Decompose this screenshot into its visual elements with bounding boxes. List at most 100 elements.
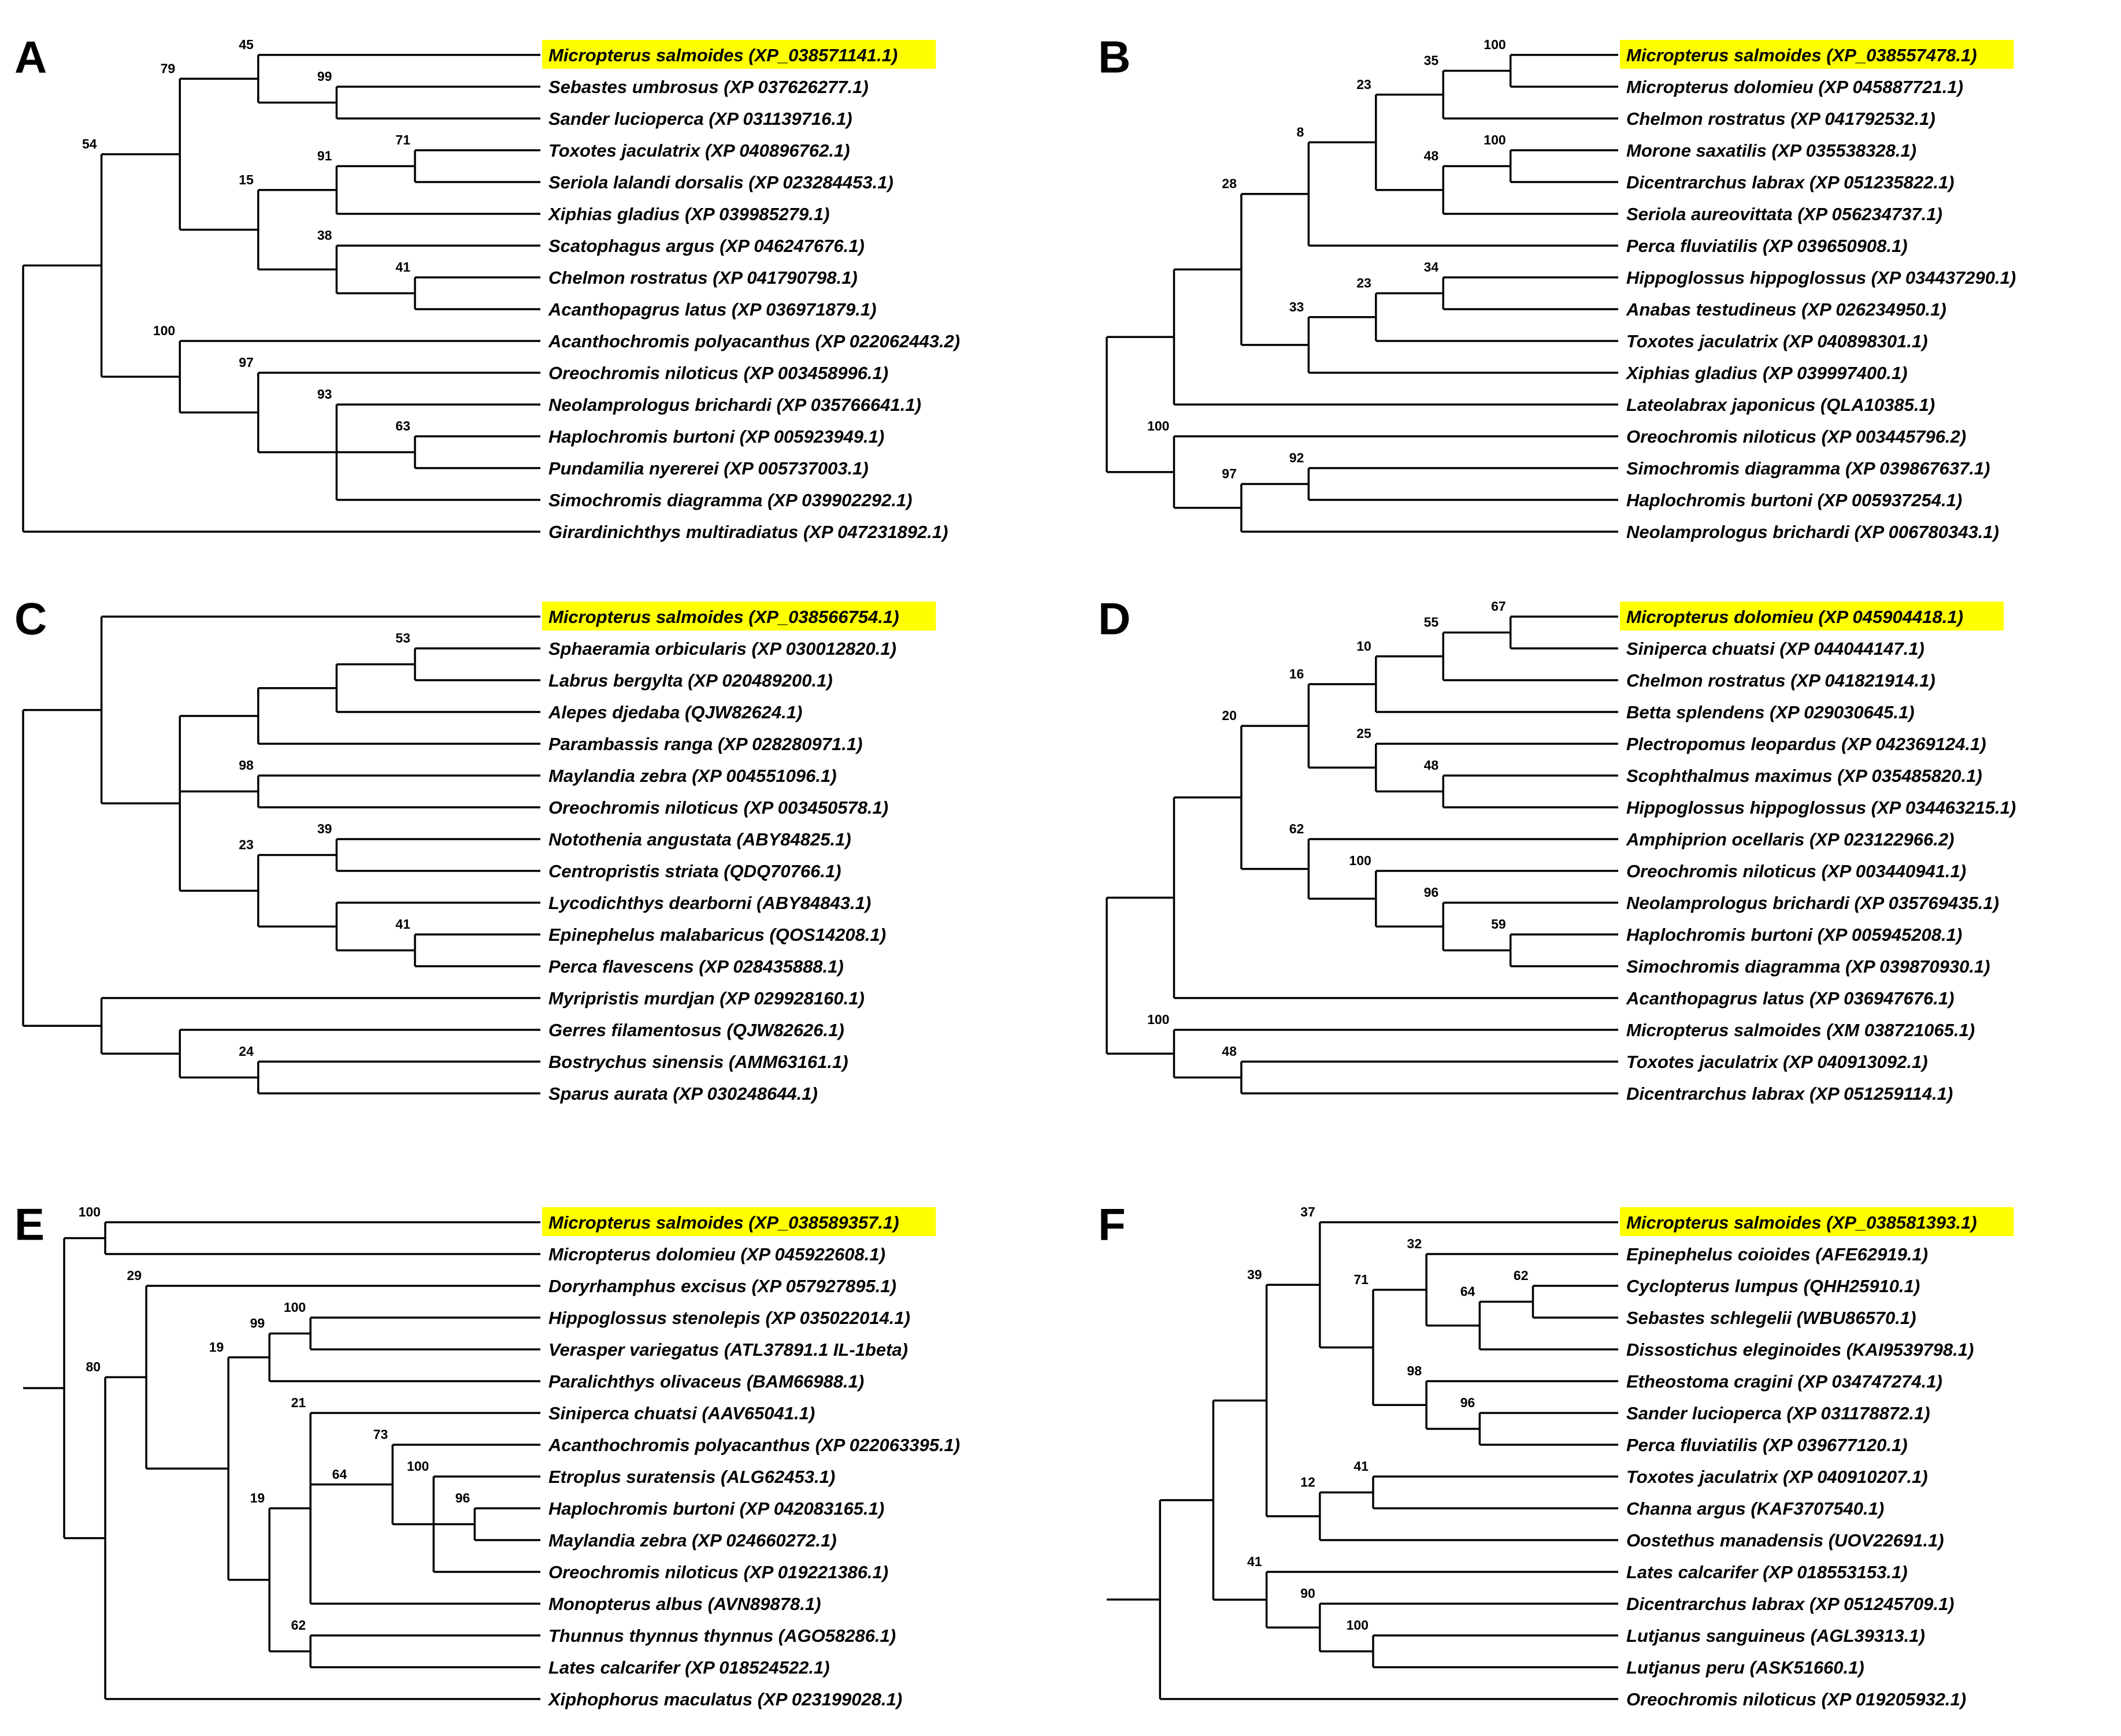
highlight-box — [542, 40, 936, 69]
bootstrap-value: 35 — [1424, 53, 1439, 68]
bootstrap-value: 100 — [1484, 37, 1506, 52]
taxon-label: Haplochromis burtoni (XP 005937254.1) — [1626, 490, 1962, 510]
taxon-label: Chelmon rostratus (XP 041792532.1) — [1626, 109, 1935, 129]
bootstrap-value: 16 — [1289, 666, 1304, 681]
bootstrap-value: 19 — [250, 1490, 265, 1505]
taxon-label: Toxotes jaculatrix (XP 040910207.1) — [1626, 1467, 1928, 1487]
taxon-label: Neolamprologus brichardi (XP 035766641.1… — [548, 395, 921, 415]
taxon-label: Oreochromis niloticus (XP 003450578.1) — [548, 797, 888, 818]
bootstrap-value: 71 — [395, 132, 410, 147]
bootstrap-value: 79 — [161, 61, 176, 76]
bootstrap-value: 28 — [1222, 176, 1237, 191]
taxon-label: Acanthopagrus latus (XP 036947676.1) — [1626, 988, 1954, 1008]
bootstrap-value: 63 — [395, 418, 410, 433]
bootstrap-value: 100 — [153, 323, 175, 338]
bootstrap-value: 25 — [1356, 726, 1371, 741]
taxon-label: Parambassis ranga (XP 028280971.1) — [548, 734, 862, 754]
taxon-label: Sebastes umbrosus (XP 037626277.1) — [548, 77, 869, 97]
bootstrap-value: 29 — [127, 1268, 142, 1283]
taxon-label: Simochromis diagramma (XP 039870930.1) — [1626, 956, 1990, 977]
bootstrap-value: 23 — [1356, 77, 1371, 92]
taxon-label: Lycodichthys dearborni (ABY84843.1) — [548, 893, 871, 913]
taxon-label: Oreochromis niloticus (XP 019221386.1) — [548, 1562, 888, 1582]
highlight-box — [542, 602, 936, 630]
bootstrap-value: 64 — [332, 1467, 347, 1482]
bootstrap-value: 91 — [317, 149, 332, 164]
panel-letter: B — [1098, 32, 1130, 83]
bootstrap-value: 41 — [1354, 1459, 1369, 1474]
panel-letter: F — [1098, 1199, 1126, 1250]
taxon-label: Paralichthys olivaceus (BAM66988.1) — [548, 1371, 864, 1392]
bootstrap-value: 33 — [1289, 299, 1304, 314]
taxon-label: Etheostoma cragini (XP 034747274.1) — [1626, 1371, 1942, 1392]
bootstrap-value: 99 — [250, 1316, 265, 1331]
bootstrap-value: 100 — [1349, 853, 1371, 868]
bootstrap-value: 100 — [1147, 418, 1169, 433]
taxon-label: Micropterus salmoides (XP_038589357.1) — [548, 1212, 899, 1233]
taxon-label: Seriola lalandi dorsalis (XP 023284453.1… — [548, 172, 893, 192]
bootstrap-value: 20 — [1222, 708, 1237, 723]
taxon-label: Monopterus albus (AVN89878.1) — [548, 1594, 821, 1614]
bootstrap-value: 10 — [1356, 639, 1371, 654]
bootstrap-value: 38 — [317, 228, 332, 243]
taxon-label: Acanthochromis polyacanthus (XP 02206339… — [548, 1435, 960, 1455]
taxon-label: Thunnus thynnus thynnus (AGO58286.1) — [548, 1626, 896, 1646]
bootstrap-value: 39 — [317, 821, 332, 836]
taxon-label: Pundamilia nyererei (XP 005737003.1) — [548, 458, 869, 478]
taxon-label: Simochromis diagramma (XP 039867637.1) — [1626, 458, 1990, 478]
taxon-label: Dicentrarchus labrax (XP 051245709.1) — [1626, 1594, 1955, 1614]
taxon-label: Dicentrarchus labrax (XP 051259114.1) — [1626, 1084, 1953, 1104]
taxon-label: Chelmon rostratus (XP 041821914.1) — [1626, 670, 1935, 691]
taxon-label: Toxotes jaculatrix (XP 040913092.1) — [1626, 1052, 1928, 1072]
highlight-box — [542, 1207, 936, 1236]
taxon-label: Sphaeramia orbicularis (XP 030012820.1) — [548, 639, 896, 659]
bootstrap-value: 80 — [86, 1359, 101, 1374]
bootstrap-value: 21 — [291, 1395, 306, 1410]
panel-letter: A — [14, 32, 47, 83]
taxon-label: Oreochromis niloticus (XP 003440941.1) — [1626, 861, 1966, 881]
bootstrap-value: 48 — [1222, 1044, 1237, 1059]
taxon-label: Plectropomus leopardus (XP 042369124.1) — [1626, 734, 1986, 754]
taxon-label: Morone saxatilis (XP 035538328.1) — [1626, 140, 1916, 161]
taxon-label: Anabas testudineus (XP 026234950.1) — [1626, 299, 1946, 320]
taxon-label: Neolamprologus brichardi (XP 035769435.1… — [1626, 893, 1999, 913]
taxon-label: Etroplus suratensis (ALG62453.1) — [548, 1467, 835, 1487]
taxon-label: Perca fluviatilis (XP 039677120.1) — [1626, 1435, 1908, 1455]
taxon-label: Siniperca chuatsi (XP 044044147.1) — [1626, 639, 1925, 659]
taxon-label: Centropristis striata (QDQ70766.1) — [548, 861, 841, 881]
taxon-label: Notothenia angustata (ABY84825.1) — [548, 829, 851, 850]
taxon-label: Oreochromis niloticus (XP 003458996.1) — [548, 363, 888, 383]
taxon-label: Perca fluviatilis (XP 039650908.1) — [1626, 236, 1908, 256]
bootstrap-value: 48 — [1424, 758, 1439, 773]
taxon-label: Alepes djedaba (QJW82624.1) — [548, 702, 802, 722]
taxon-label: Neolamprologus brichardi (XP 006780343.1… — [1626, 522, 1999, 542]
taxon-label: Sparus aurata (XP 030248644.1) — [548, 1084, 818, 1104]
taxon-label: Verasper variegatus (ATL37891.1 IL-1beta… — [548, 1340, 908, 1360]
taxon-label: Xiphias gladius (XP 039985279.1) — [547, 204, 829, 224]
bootstrap-value: 92 — [1289, 450, 1304, 465]
bootstrap-value: 99 — [317, 69, 332, 84]
taxon-label: Dissostichus eleginoides (KAI9539798.1) — [1626, 1340, 1974, 1360]
taxon-label: Micropterus salmoides (XP_038581393.1) — [1626, 1212, 1977, 1233]
taxon-label: Lutjanus sanguineus (AGL39313.1) — [1626, 1626, 1925, 1646]
taxon-label: Toxotes jaculatrix (XP 040898301.1) — [1626, 331, 1928, 351]
highlight-box — [1620, 40, 2014, 69]
bootstrap-value: 100 — [1347, 1618, 1369, 1633]
taxon-label: Micropterus dolomieu (XP 045887721.1) — [1626, 77, 1963, 97]
taxon-label: Channa argus (KAF3707540.1) — [1626, 1498, 1884, 1519]
taxon-label: Lutjanus peru (ASK51660.1) — [1626, 1657, 1864, 1678]
taxon-label: Haplochromis burtoni (XP 042083165.1) — [548, 1498, 884, 1519]
bootstrap-value: 97 — [1222, 466, 1237, 481]
bootstrap-value: 34 — [1424, 259, 1439, 275]
taxon-label: Epinephelus coioides (AFE62919.1) — [1626, 1244, 1928, 1264]
taxon-label: Micropterus salmoides (XP_038566754.1) — [548, 607, 899, 627]
highlight-box — [1620, 602, 2004, 630]
taxon-label: Scatophagus argus (XP 046247676.1) — [548, 236, 865, 256]
taxon-label: Myripristis murdjan (XP 029928160.1) — [548, 988, 865, 1008]
taxon-label: Labrus bergylta (XP 020489200.1) — [548, 670, 833, 691]
tree-panel-f: F626432969871374112391009041Micropterus … — [1098, 1199, 2014, 1709]
